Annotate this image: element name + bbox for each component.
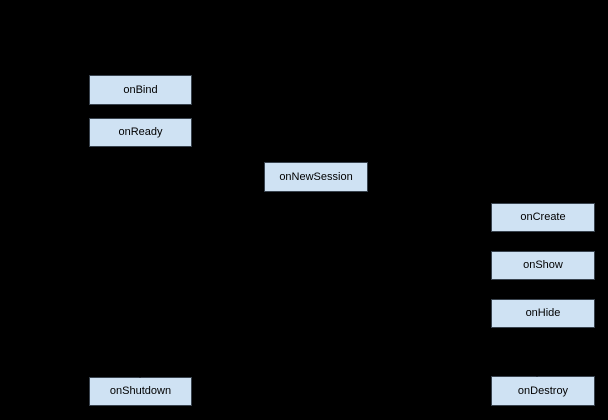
lifecycle-node-label: onHide <box>525 307 561 319</box>
lifecycle-node-label: onDestroy <box>517 384 569 397</box>
node-onBind: onBind <box>89 75 192 105</box>
node-onHide: onHide <box>491 299 595 328</box>
lifecycle-node-label: onNewSession <box>279 170 353 183</box>
arrowhead-notch-icon <box>137 373 143 378</box>
node-onShutdown: onShutdown <box>89 377 192 406</box>
lifecycle-node-label: onReady <box>118 126 163 138</box>
lifecycle-node-label: onShow <box>523 259 563 271</box>
node-onNewSession: onNewSession <box>264 162 368 192</box>
lifecycle-node-label: onCreate <box>520 211 566 223</box>
node-onShow: onShow <box>491 251 595 280</box>
lifecycle-node-label: onBind <box>123 83 158 96</box>
node-onReady: onReady <box>89 118 192 147</box>
lifecycle-node-label: onShutdown <box>109 385 172 397</box>
node-onDestroy: onDestroy <box>491 376 595 406</box>
node-onCreate: onCreate <box>491 203 595 232</box>
arrowhead-notch-icon <box>534 372 540 377</box>
